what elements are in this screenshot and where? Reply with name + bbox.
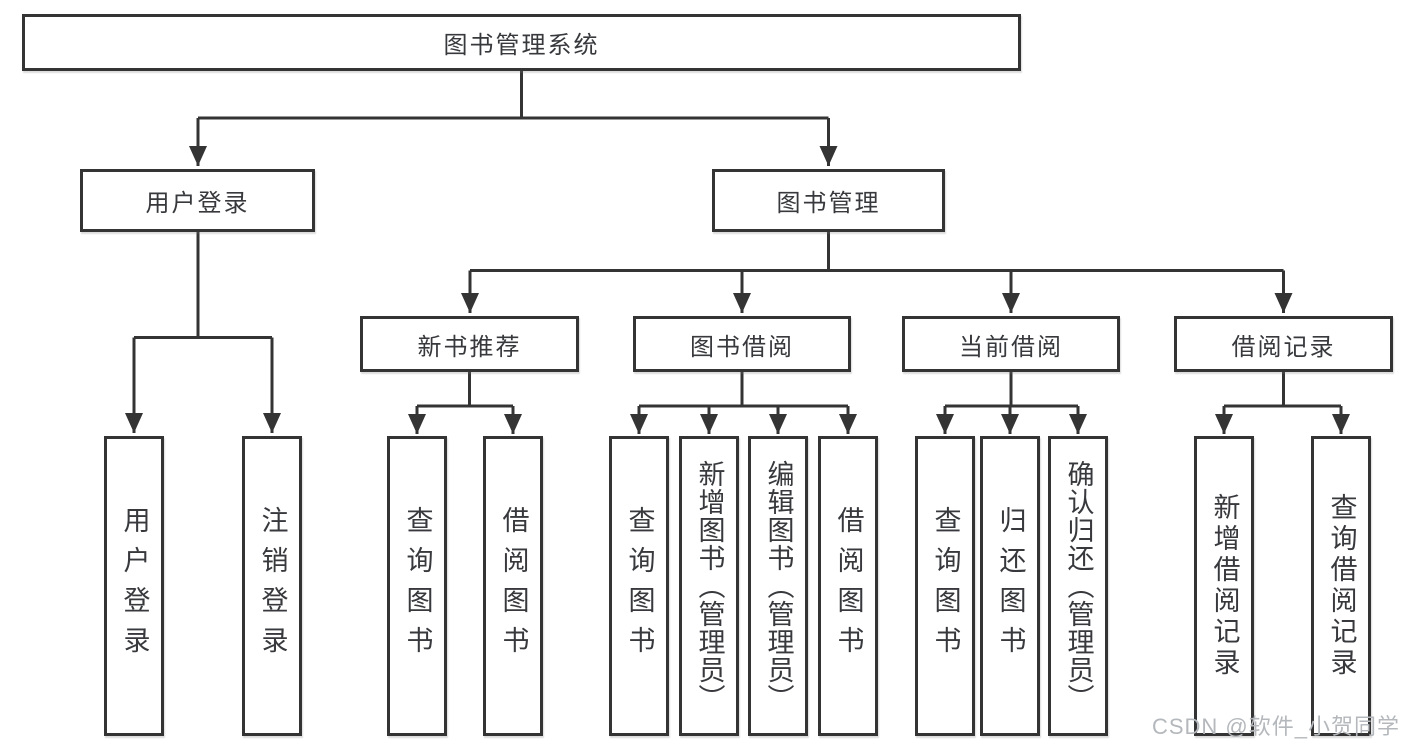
leaf-current-confirm-return-admin: 确认归还（管理员） <box>1048 436 1108 736</box>
leaf-user-login: 用户登录 <box>104 436 164 736</box>
leaf-records-add-borrow-record: 新增借阅记录 <box>1194 436 1254 736</box>
leaf-borrow-edit-books-admin: 编辑图书（管理员） <box>748 436 808 736</box>
leaf-logout: 注销登录 <box>242 436 302 736</box>
leaf-newbook-borrow-books: 借阅图书 <box>483 436 543 736</box>
node-user-login: 用户登录 <box>80 169 315 232</box>
csdn-watermark: CSDN @软件_小贺同学 <box>1151 714 1400 739</box>
leaf-borrow-borrow-books: 借阅图书 <box>818 436 878 736</box>
leaf-borrow-add-books-admin: 新增图书（管理员） <box>679 436 739 736</box>
leaf-records-query-borrow-record: 查询借阅记录 <box>1311 436 1371 736</box>
leaf-borrow-query-books: 查询图书 <box>609 436 669 736</box>
node-library-management-system: 图书管理系统 <box>22 14 1021 71</box>
node-borrowing-records: 借阅记录 <box>1174 316 1393 372</box>
leaf-newbook-query-books: 查询图书 <box>387 436 447 736</box>
node-new-book-recommend: 新书推荐 <box>360 316 579 372</box>
leaf-current-return-books: 归还图书 <box>980 436 1040 736</box>
node-book-management: 图书管理 <box>712 169 945 232</box>
node-book-borrowing: 图书借阅 <box>633 316 851 372</box>
node-current-borrowing: 当前借阅 <box>902 316 1120 372</box>
leaf-current-query-books: 查询图书 <box>915 436 975 736</box>
